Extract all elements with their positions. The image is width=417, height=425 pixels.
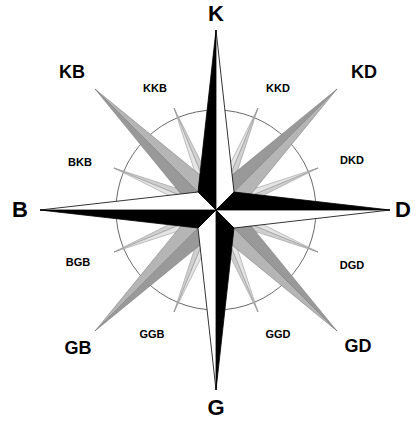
direction-label: GD — [345, 337, 372, 355]
direction-label: BGB — [66, 257, 90, 268]
direction-label: D — [395, 199, 411, 221]
direction-label: K — [208, 3, 224, 25]
cardinal-points — [40, 30, 390, 390]
direction-label: KD — [351, 63, 377, 81]
direction-label: KKD — [266, 83, 290, 94]
direction-label: GGB — [139, 329, 164, 340]
direction-label: G — [207, 397, 224, 419]
direction-label: B — [12, 199, 28, 221]
direction-label: KKB — [143, 83, 167, 94]
direction-label: BKB — [68, 157, 92, 168]
direction-label: DGD — [340, 260, 364, 271]
direction-label: DKD — [340, 155, 364, 166]
direction-label: GGD — [265, 329, 290, 340]
direction-label: KB — [59, 63, 85, 81]
direction-label: GB — [65, 339, 92, 357]
